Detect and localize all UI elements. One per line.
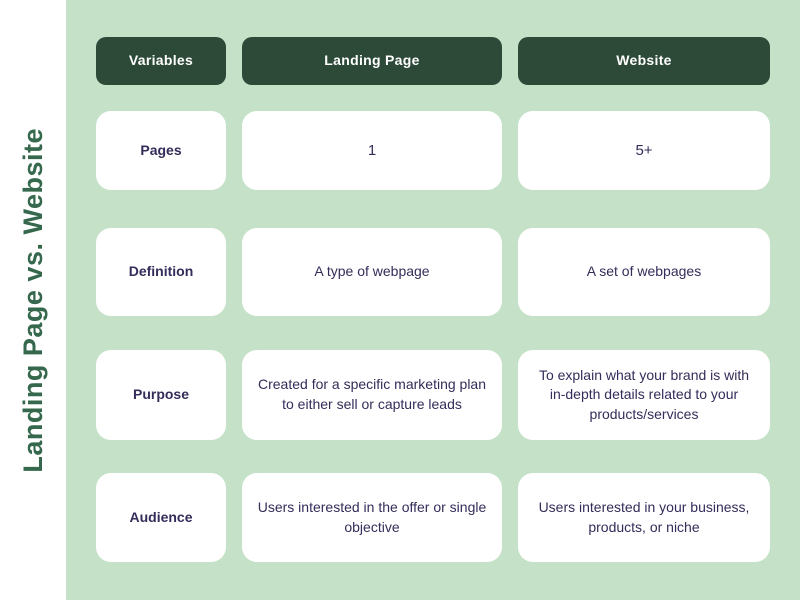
header-variables: Variables xyxy=(96,37,226,85)
table-row-definition: Definition A type of webpage A set of we… xyxy=(96,228,770,316)
cell-definition-website: A set of webpages xyxy=(518,228,770,316)
cell-audience-website: Users interested in your business, produ… xyxy=(518,473,770,562)
row-label-definition: Definition xyxy=(96,228,226,316)
row-label-pages: Pages xyxy=(96,111,226,190)
cell-purpose-landing-page: Created for a specific marketing plan to… xyxy=(242,350,502,440)
cell-definition-landing-page: A type of webpage xyxy=(242,228,502,316)
cell-pages-website: 5+ xyxy=(518,111,770,190)
header-landing-page: Landing Page xyxy=(242,37,502,85)
table-row-audience: Audience Users interested in the offer o… xyxy=(96,473,770,562)
table-row-pages: Pages 1 5+ xyxy=(96,111,770,190)
cell-audience-landing-page: Users interested in the offer or single … xyxy=(242,473,502,562)
header-website: Website xyxy=(518,37,770,85)
table-row-purpose: Purpose Created for a specific marketing… xyxy=(96,350,770,440)
table-header-row: Variables Landing Page Website xyxy=(96,37,770,85)
row-label-audience: Audience xyxy=(96,473,226,562)
page-title: Landing Page vs. Website xyxy=(17,127,48,473)
comparison-table: Variables Landing Page Website Pages 1 5… xyxy=(96,37,770,562)
cell-purpose-website: To explain what your brand is with in-de… xyxy=(518,350,770,440)
row-label-purpose: Purpose xyxy=(96,350,226,440)
title-sidebar: Landing Page vs. Website xyxy=(0,0,66,600)
cell-pages-landing-page: 1 xyxy=(242,111,502,190)
